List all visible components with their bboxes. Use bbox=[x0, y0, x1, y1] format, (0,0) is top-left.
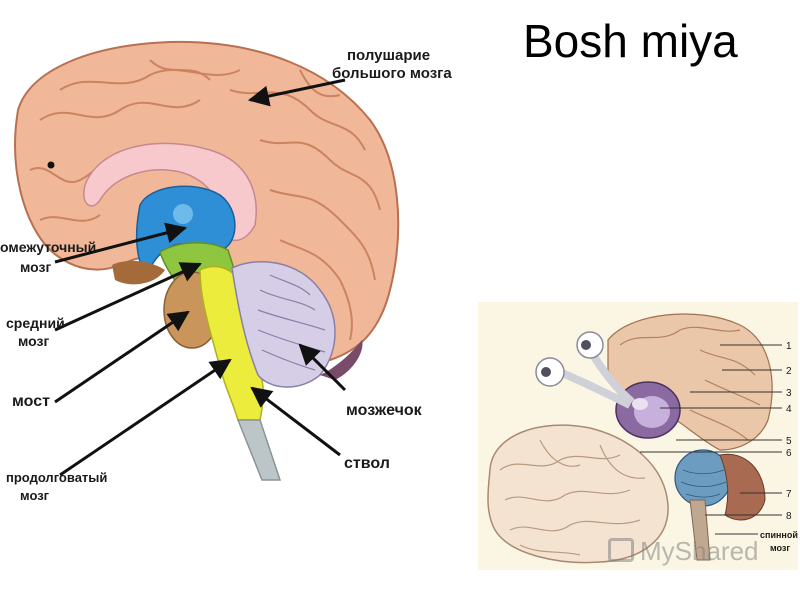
main-labels: полушарие большого мозга омежуточный моз… bbox=[0, 47, 452, 503]
label-stem: ствол bbox=[344, 455, 390, 472]
label-cerebellum: мозжечок bbox=[346, 402, 423, 419]
inset-diagram: 1 2 3 4 5 6 7 8 спинной мозг bbox=[478, 302, 798, 570]
inset-spinal-label-l1: спинной bbox=[760, 530, 798, 540]
arrow-stem bbox=[250, 386, 341, 457]
label-hemisphere-l1: полушарие bbox=[347, 47, 430, 64]
label-diencephalon-l1: омежуточный bbox=[0, 239, 96, 255]
inset-number-5: 5 bbox=[786, 436, 792, 447]
inset-spinal-label-l2: мозг bbox=[770, 543, 790, 553]
watermark-text: MyShared bbox=[640, 536, 759, 566]
arrow-hemisphere bbox=[247, 78, 346, 107]
arrow-medulla bbox=[59, 358, 232, 477]
inset-numbers: 1 2 3 4 5 6 7 8 bbox=[786, 341, 792, 522]
label-hemisphere-l2: большого мозга bbox=[332, 65, 452, 82]
inset-number-1: 1 bbox=[786, 341, 792, 352]
main-brain-illustration bbox=[14, 40, 400, 481]
arrow-diencephalon bbox=[54, 222, 188, 264]
arrow-cerebellum bbox=[298, 343, 347, 392]
inset-number-3: 3 bbox=[786, 388, 792, 399]
inset-number-2: 2 bbox=[786, 366, 792, 377]
arrow-pons bbox=[54, 310, 190, 404]
label-pons: мост bbox=[12, 393, 50, 410]
arrow-midbrain bbox=[54, 262, 202, 332]
label-medulla-l2: мозг bbox=[20, 488, 50, 503]
label-arrows bbox=[54, 78, 347, 477]
label-midbrain-l2: мозг bbox=[18, 333, 49, 349]
spinal-cord-shape bbox=[236, 419, 282, 481]
watermark-logo-icon bbox=[608, 538, 634, 562]
label-midbrain-l1: средний bbox=[6, 315, 65, 331]
inset-leader-lines bbox=[640, 344, 782, 535]
slide-title: Bosh miya bbox=[523, 15, 738, 67]
label-diencephalon-l2: мозг bbox=[20, 259, 51, 275]
inset-number-6: 6 bbox=[786, 448, 792, 459]
cortex-gyri bbox=[29, 59, 381, 341]
inset-number-4: 4 bbox=[786, 404, 792, 415]
marker-dot bbox=[47, 161, 55, 169]
inset-number-7: 7 bbox=[786, 489, 792, 500]
label-medulla-l1: продолговатый bbox=[6, 470, 107, 485]
inset-number-8: 8 bbox=[786, 511, 792, 522]
